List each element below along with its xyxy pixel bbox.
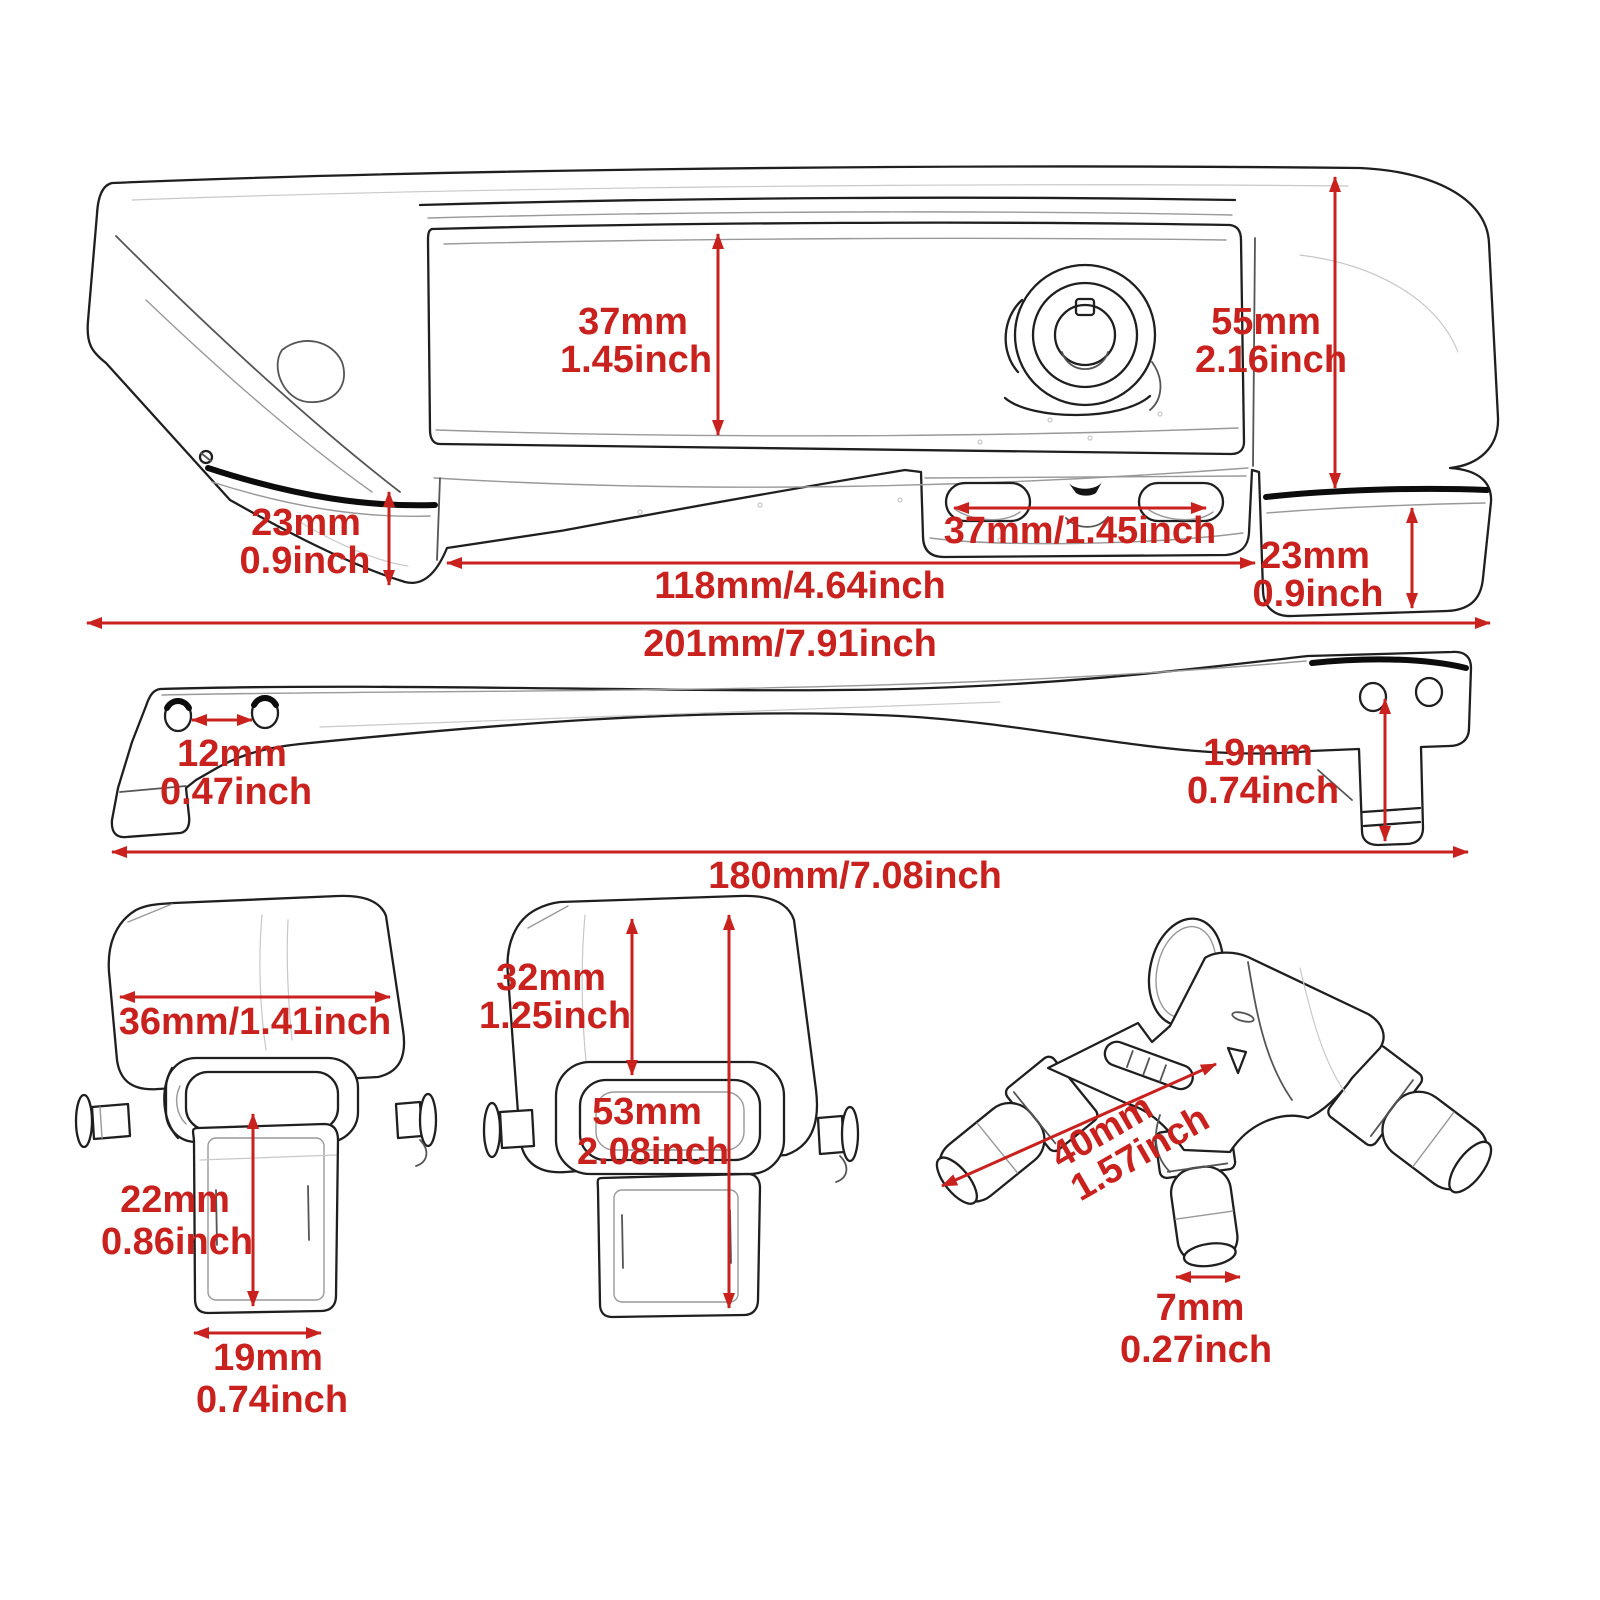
dim-bracket-end-mm: 19mm (1203, 732, 1313, 774)
dim-right-end-height: 23mm 0.9inch (1253, 507, 1418, 615)
dim-lid-height-mm: 37mm (578, 301, 688, 343)
dim-tall-total-inch: 2.08inch (577, 1131, 729, 1173)
dim-tall-total-mm: 53mm (592, 1091, 702, 1133)
dim-bracket-length-label: 180mm/7.08inch (708, 855, 1002, 897)
dim-hole-spacing: 12mm 0.47inch (160, 714, 312, 813)
dim-left-end-height: 23mm 0.9inch (240, 491, 395, 586)
dim-slot-width-label: 37mm/1.45inch (944, 510, 1216, 552)
dim-left-end-inch: 0.9inch (240, 540, 371, 582)
sketch-speckles (637, 411, 1163, 543)
dim-bracket-end-inch: 0.74inch (1187, 770, 1339, 812)
dim-body-width-label: 118mm/4.64inch (654, 565, 946, 607)
dim-total-height-inch: 2.16inch (1195, 339, 1347, 381)
dim-bracket-length: 180mm/7.08inch (111, 846, 1469, 897)
dim-tall-latch-total: 53mm 2.08inch (577, 914, 735, 1309)
dim-tall-upper-inch: 1.25inch (479, 995, 631, 1037)
dim-right-end-mm: 23mm (1260, 535, 1370, 577)
dim-hole-spacing-mm: 12mm (177, 733, 287, 775)
dim-small-latch-width-label: 36mm/1.41inch (119, 1001, 391, 1043)
keys-drawing (935, 917, 1493, 1268)
dim-tongue-height: 22mm 0.86inch (101, 1113, 259, 1307)
dim-tall-latch-upper: 32mm 1.25inch (479, 918, 638, 1076)
dim-tall-upper-mm: 32mm (496, 957, 606, 999)
dim-key-tip-inch: 0.27inch (1120, 1329, 1272, 1371)
mount-bracket-drawing (110, 650, 1473, 847)
dim-key-tip-mm: 7mm (1156, 1287, 1245, 1329)
dimension-annotations: 37mm 1.45inch 55mm 2.16inch 23mm 0.9inch… (86, 176, 1491, 1421)
dim-lid-height: 37mm 1.45inch (560, 233, 724, 436)
dim-total-width: 201mm/7.91inch (86, 617, 1491, 665)
dim-tongue-width-mm: 19mm (213, 1337, 323, 1379)
dim-lid-height-inch: 1.45inch (560, 339, 712, 381)
dim-total-width-label: 201mm/7.91inch (643, 623, 937, 665)
dim-total-height: 55mm 2.16inch (1195, 176, 1347, 489)
dim-tongue-width: 19mm 0.74inch (193, 1327, 348, 1421)
dim-key-tip: 7mm 0.27inch (1120, 1271, 1272, 1371)
dim-body-width: 118mm/4.64inch (446, 557, 1256, 607)
dim-small-latch-width: 36mm/1.41inch (119, 991, 391, 1043)
key-barrel-right (1327, 1044, 1493, 1194)
dim-tongue-height-inch: 0.86inch (101, 1221, 253, 1263)
dim-tongue-width-inch: 0.74inch (196, 1379, 348, 1421)
dim-slot-width: 37mm/1.45inch (944, 502, 1216, 552)
dim-right-end-inch: 0.9inch (1253, 573, 1384, 615)
small-latch-drawing (74, 894, 438, 1315)
dim-total-height-mm: 55mm (1211, 301, 1321, 343)
dim-bracket-end-height: 19mm 0.74inch (1187, 698, 1391, 842)
dim-hole-spacing-inch: 0.47inch (160, 771, 312, 813)
dim-left-end-mm: 23mm (251, 502, 361, 544)
dim-tongue-height-mm: 22mm (120, 1179, 230, 1221)
